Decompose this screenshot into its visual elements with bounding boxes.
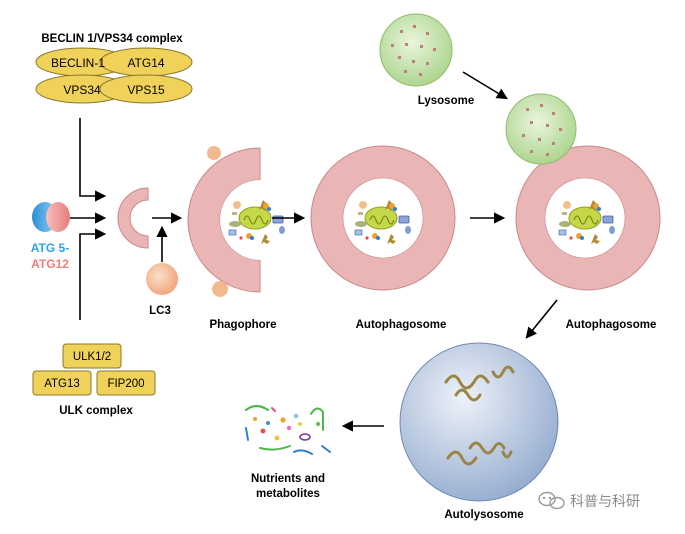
autolysosome	[399, 342, 559, 502]
autophagosome-to-autolysosome-arrow	[525, 299, 558, 339]
autophagosome-2	[515, 145, 661, 291]
vps15-label: VPS15	[127, 83, 165, 97]
atg14-label: ATG14	[127, 56, 164, 70]
autophagosome-1	[310, 145, 456, 291]
ulk-complex-title: ULK complex	[59, 405, 133, 417]
fip200-protein	[96, 370, 156, 396]
atg13-label: ATG13	[44, 378, 80, 390]
nutrients-label-line1: Nutrients and	[251, 473, 325, 485]
watermark-text: 科普与科研	[570, 494, 640, 510]
vps34-label: VPS34	[63, 83, 101, 97]
ulk-connector	[79, 228, 107, 320]
phagophore	[187, 146, 300, 297]
lysosome-fusing	[505, 93, 577, 165]
atg13-protein	[32, 370, 92, 396]
lysosome-label: Lysosome	[418, 95, 474, 107]
autolysosome-label: Autolysosome	[444, 509, 523, 521]
watermark-icon	[538, 491, 565, 510]
phagophore-label: Phagophore	[209, 319, 276, 331]
fip200-label: FIP200	[107, 378, 144, 390]
beclin-complex-title: BECLIN 1/VPS34 complex	[41, 33, 183, 45]
ulk12-protein	[62, 343, 122, 369]
lc3-protein	[146, 263, 178, 295]
autophagosome-1-label: Autophagosome	[356, 319, 447, 331]
ulk12-label: ULK1/2	[73, 351, 111, 363]
autophagosome-2-label: Autophagosome	[566, 319, 657, 331]
atg5-label: ATG 5-	[31, 241, 69, 255]
beclin-connector	[79, 118, 107, 202]
lysosome-top	[379, 13, 453, 87]
beclin-1-label: BECLIN-1	[51, 56, 105, 70]
lysosome-arrow	[462, 71, 508, 100]
vps15-protein	[99, 74, 193, 104]
nutrients-label-line2: metabolites	[256, 488, 320, 500]
nutrients-fragments	[244, 404, 331, 455]
isolation-membrane	[117, 187, 149, 249]
lc3-label: LC3	[149, 305, 171, 317]
atg12-label: ATG12	[31, 257, 69, 271]
atg12-protein	[46, 202, 70, 232]
